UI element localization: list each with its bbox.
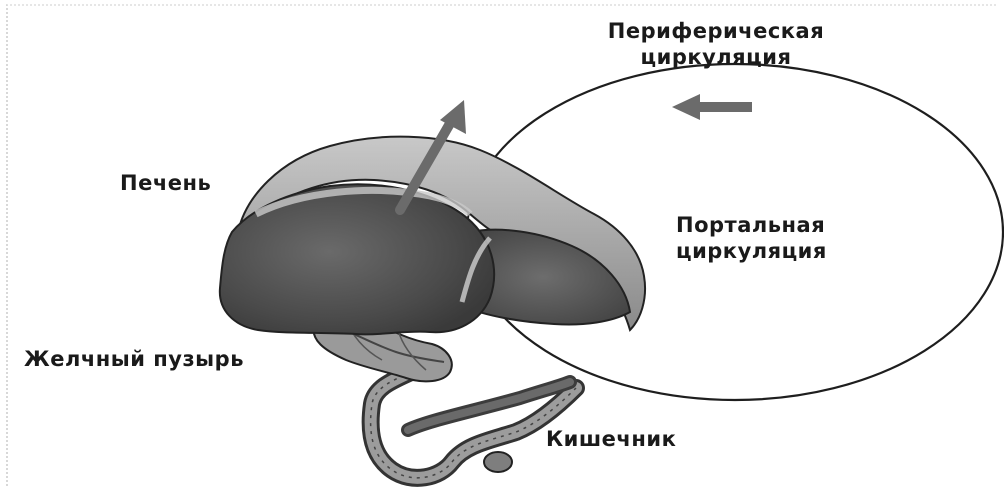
- portal-circulation-line1: Портальная: [676, 212, 876, 238]
- peripheral-circulation-line1: Периферическая: [566, 18, 866, 44]
- peripheral-circulation-label: Периферическая циркуляция: [566, 18, 866, 70]
- liver-illustration: [220, 137, 645, 335]
- peripheral-circulation-line2: циркуляция: [566, 44, 866, 70]
- gallbladder-label: Желчный пузырь: [24, 346, 244, 372]
- portal-circulation-label: Портальная циркуляция: [676, 212, 876, 264]
- intestine-label: Кишечник: [546, 426, 676, 452]
- portal-circulation-line2: циркуляция: [676, 238, 876, 264]
- peripheral-flow-arrow: [672, 94, 752, 120]
- liver-label: Печень: [120, 170, 211, 196]
- intestine-illustration: [371, 360, 576, 478]
